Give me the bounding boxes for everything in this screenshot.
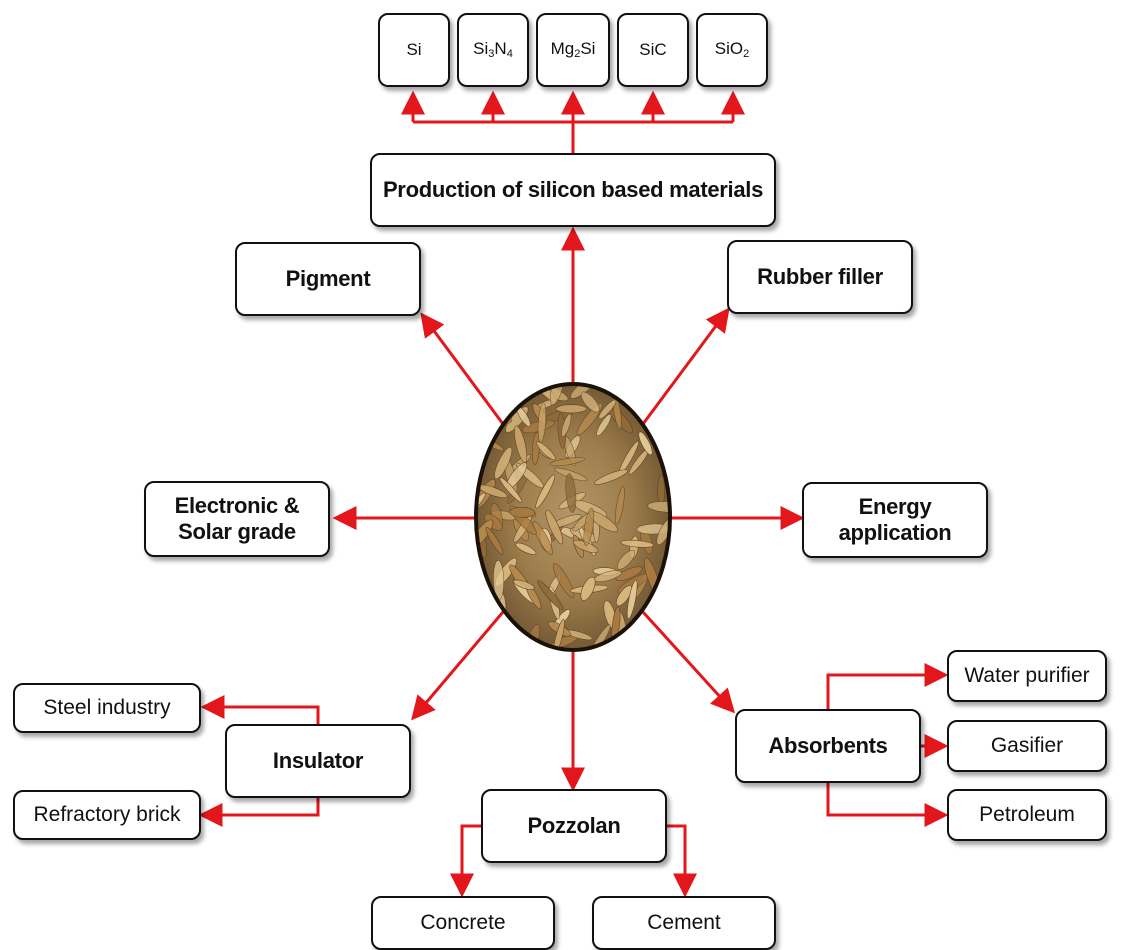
petroleum-node: Petroleum — [947, 789, 1107, 841]
husk-grain — [483, 393, 508, 423]
arrow-to-water-purifier — [828, 675, 944, 710]
husk-grain — [626, 634, 650, 652]
production-node: Production of silicon based materials — [370, 153, 776, 227]
arrow-to-refractory-brick — [203, 797, 318, 815]
pigment-node: Pigment — [235, 242, 421, 316]
product-si3n4-label: Si3N4 — [473, 39, 513, 61]
rubber-filler-node: Rubber filler — [727, 240, 913, 314]
husk-grain — [648, 617, 684, 638]
husk-grain — [497, 387, 521, 401]
husk-grain — [556, 405, 587, 413]
husk-grain — [649, 412, 669, 436]
gasifier-node: Gasifier — [947, 720, 1107, 772]
arrow-to-concrete — [462, 826, 482, 893]
husk-grain — [636, 616, 659, 656]
arrow-to-absorbents — [643, 612, 732, 710]
product-sio2-label: SiO2 — [715, 39, 749, 61]
husk-grain — [464, 389, 490, 430]
steel-industry-node: Steel industry — [13, 683, 201, 733]
arrow-to-rubber-filler — [643, 311, 727, 424]
energy-application-node: Energy application — [802, 482, 988, 558]
husk-grain — [661, 368, 675, 408]
concrete-node: Concrete — [371, 896, 555, 950]
product-si3n4-box: Si3N4 — [457, 13, 529, 87]
product-sic-box: SiC — [617, 13, 689, 87]
arrow-to-insulator — [414, 612, 503, 717]
arrow-to-cement — [667, 826, 685, 893]
arrow-to-petroleum — [828, 782, 944, 815]
pozzolan-node: Pozzolan — [481, 789, 667, 863]
product-mg2si-label: Mg2Si — [551, 39, 596, 61]
product-sio2-box: SiO2 — [696, 13, 768, 87]
electronic-solar-node: Electronic & Solar grade — [144, 481, 330, 557]
arrow-to-steel-industry — [205, 707, 318, 725]
arrow-to-pigment — [423, 316, 503, 424]
insulator-node: Insulator — [225, 724, 411, 798]
husk-grain — [469, 426, 485, 451]
refractory-brick-node: Refractory brick — [13, 790, 201, 840]
product-mg2si-box: Mg2Si — [536, 13, 610, 87]
cement-node: Cement — [592, 896, 776, 950]
absorbents-node: Absorbents — [735, 709, 921, 783]
husk-grain — [488, 371, 528, 399]
husk-grain — [613, 639, 644, 657]
product-si-box: Si — [378, 13, 450, 87]
water-purifier-node: Water purifier — [947, 650, 1107, 702]
husk-grain — [648, 370, 672, 399]
